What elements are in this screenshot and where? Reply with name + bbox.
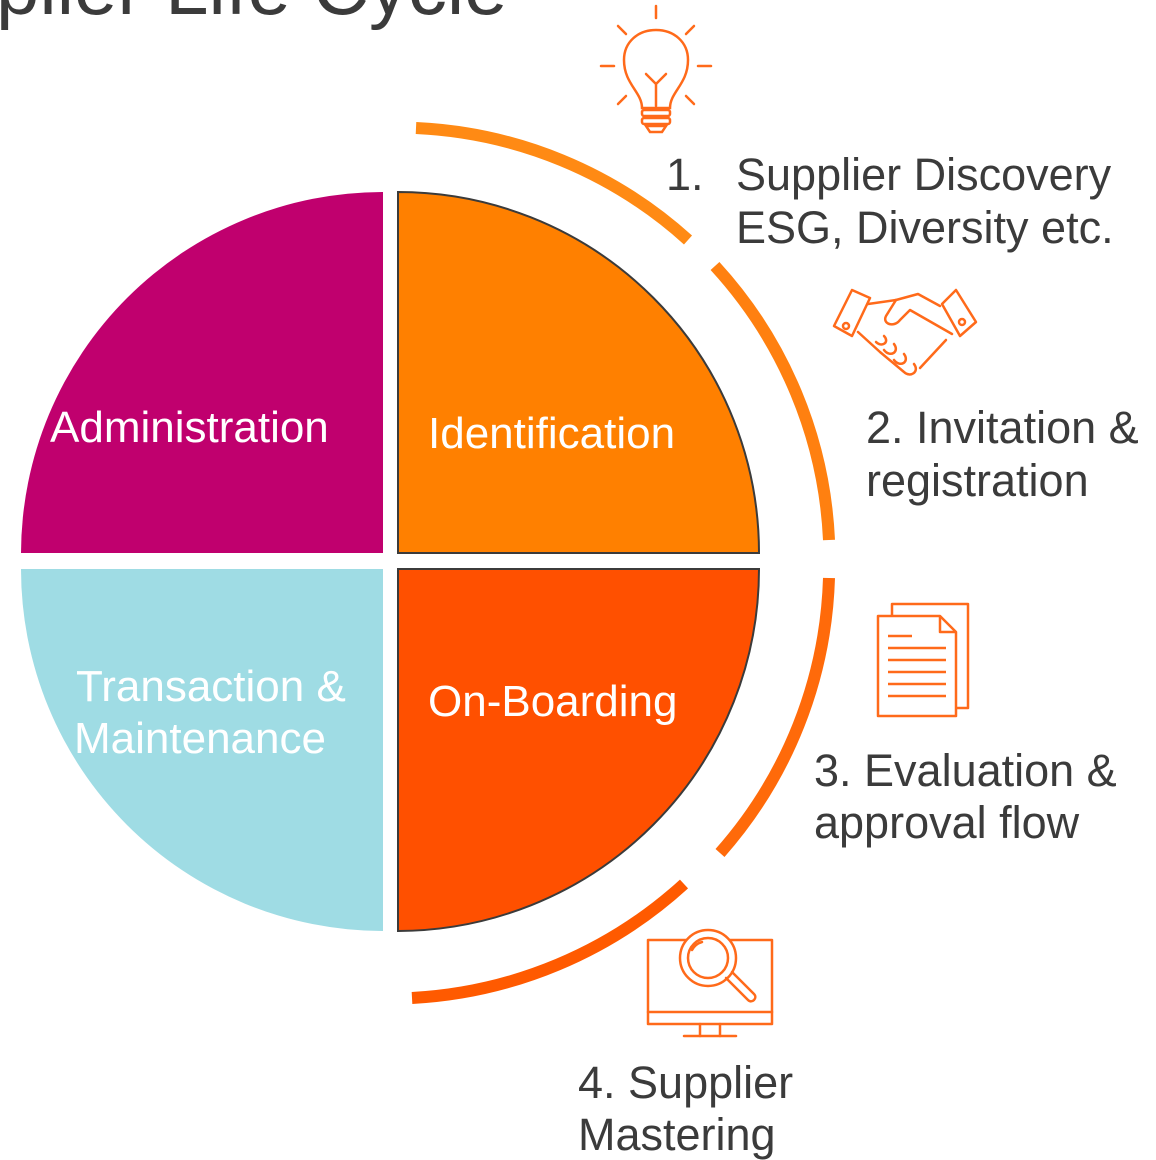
step-1-line2: ESG, Diversity etc. (736, 202, 1114, 253)
arc-segment-1 (415, 122, 693, 245)
quadrant-label-transaction-line2: Maintenance (74, 714, 326, 763)
page-title: plier Life Cycle (0, 0, 508, 31)
documents-icon (876, 602, 970, 718)
quadrant-label-administration: Administration (50, 403, 329, 452)
step-1-line1: Supplier Discovery (736, 149, 1112, 200)
arc-segment-2 (710, 261, 835, 541)
lightbulb-icon (599, 4, 713, 134)
quadrant-transaction-maintenance (21, 569, 383, 931)
arc-segment-4 (411, 879, 689, 1004)
quadrant-label-identification: Identification (428, 409, 675, 458)
quadrant-identification (397, 190, 761, 554)
step-2-line2: registration (866, 455, 1089, 506)
quadrant-label-transaction-line1: Transaction & (76, 662, 346, 711)
quadrant-administration (21, 192, 383, 553)
quadrant-onboarding (397, 568, 761, 933)
step-4-line2: Mastering (578, 1109, 776, 1160)
step-2-line1: 2. Invitation & (866, 402, 1139, 453)
arc-segment-3 (715, 577, 835, 857)
quadrant-label-onboarding: On-Boarding (428, 677, 677, 726)
step-1-number: 1. (666, 149, 704, 200)
step-4-line1: 4. Supplier (578, 1057, 793, 1108)
monitor-search-icon (646, 928, 774, 1038)
step-3-line1: 3. Evaluation & (814, 745, 1117, 796)
handshake-icon (832, 288, 978, 376)
step-3-line2: approval flow (814, 797, 1080, 848)
outer-arc (411, 122, 835, 1004)
